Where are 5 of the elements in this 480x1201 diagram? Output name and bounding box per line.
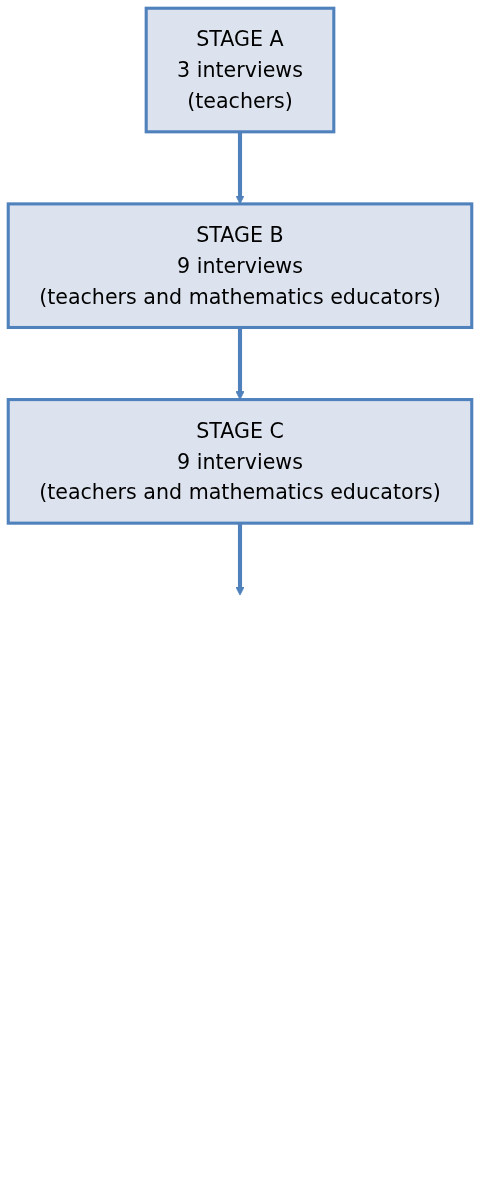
arrow [235,327,245,400]
node-box: STAGE B 9 interviews (teachers and mathematics educators) [6,202,474,330]
node-box: STAGE A 3 interviews (teachers) [144,6,336,134]
arrow [235,523,245,596]
node-box: STAGE C 9 interviews (teachers and mathematics educators) [6,398,474,525]
